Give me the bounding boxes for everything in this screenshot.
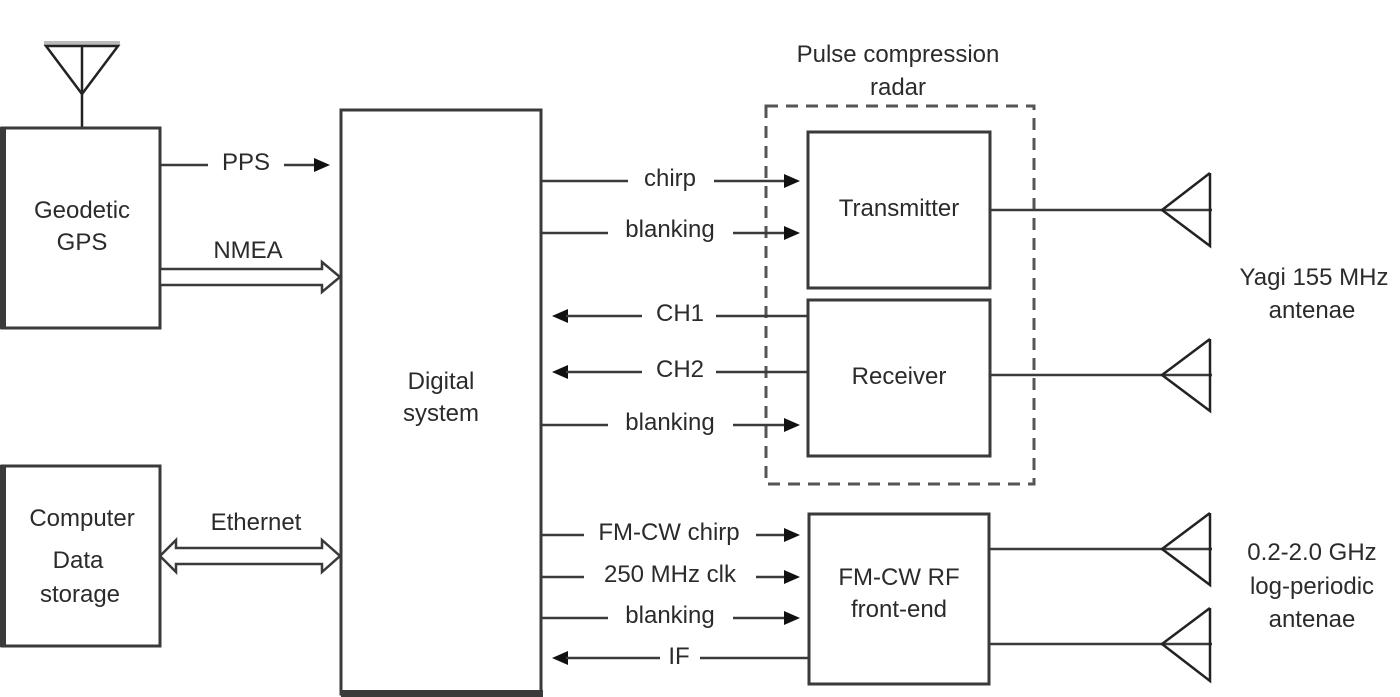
fmcw-chirp-signal: FM-CW chirp [541, 519, 800, 546]
antenna-icon [1159, 338, 1212, 414]
if-label: IF [668, 643, 689, 670]
fmcw-blanking-signal: blanking [541, 602, 800, 629]
radar-group-title-line1: Pulse compression [797, 41, 1000, 68]
yagi-label-line1: Yagi 155 MHz [1240, 264, 1389, 291]
rx-blanking-label: blanking [625, 409, 714, 436]
logperiodic-antenna-2 [989, 607, 1212, 684]
clock-signal: 250 MHz clk [541, 561, 800, 588]
fmcw-label-line1: FM-CW RF [838, 564, 959, 591]
tx-chirp-label: chirp [644, 165, 696, 192]
transmitter-block: Transmitter [806, 130, 992, 290]
ch1-label: CH1 [656, 300, 704, 327]
tx-blanking-label: blanking [625, 216, 714, 243]
pps-label: PPS [222, 149, 270, 176]
arrow-right-icon [784, 611, 800, 625]
logperiodic-label-line2: log-periodic [1250, 573, 1374, 600]
tx-chirp-signal: chirp [541, 165, 800, 192]
computer-data-storage-block: Computer Data storage [0, 464, 162, 648]
arrow-right-icon [784, 570, 800, 584]
arrow-left-icon [552, 309, 568, 323]
fmcw-blanking-label: blanking [625, 602, 714, 629]
hollow-double-arrow-icon [158, 536, 342, 576]
radar-group-boundary [764, 104, 1036, 486]
arrow-right-icon [314, 158, 330, 172]
computer-label-line3: storage [40, 581, 120, 608]
computer-label-line1: Computer [29, 505, 134, 532]
arrow-left-icon [552, 651, 568, 665]
tx-blanking-signal: blanking [541, 216, 800, 243]
fmcw-chirp-label: FM-CW chirp [598, 519, 739, 546]
nmea-label: NMEA [213, 237, 282, 264]
ethernet-label: Ethernet [211, 509, 302, 536]
gps-antenna-icon [43, 41, 121, 128]
antenna-icon [1159, 512, 1212, 588]
pps-signal: PPS [160, 149, 330, 176]
ch1-signal: CH1 [552, 300, 808, 327]
if-signal: IF [552, 643, 809, 670]
logperiodic-label-line3: antenae [1269, 606, 1356, 633]
yagi-label-line2: antenae [1269, 297, 1356, 324]
hollow-arrow-right-icon [158, 259, 342, 295]
arrow-left-icon [552, 365, 568, 379]
logperiodic-label-line1: 0.2-2.0 GHz [1247, 539, 1376, 566]
logperiodic-antenna-1 [989, 512, 1212, 588]
digital-label-line2: system [403, 400, 479, 427]
arrow-right-icon [784, 174, 800, 188]
receiver-label: Receiver [852, 363, 947, 390]
rx-blanking-signal: blanking [541, 409, 800, 436]
gps-label-line1: Geodetic [34, 197, 130, 224]
clock-label: 250 MHz clk [604, 561, 737, 588]
arrow-right-icon [784, 226, 800, 240]
ch2-signal: CH2 [552, 356, 808, 383]
fmcw-label-line2: front-end [851, 596, 947, 623]
yagi-antenna-tx [990, 172, 1212, 249]
radar-group-title-line2: radar [870, 74, 926, 101]
ethernet-bus: Ethernet [158, 509, 342, 576]
digital-label-line1: Digital [408, 368, 475, 395]
computer-label-line2: Data [53, 547, 104, 574]
antenna-icon [1159, 607, 1212, 684]
transmitter-label: Transmitter [839, 195, 959, 222]
fmcw-front-end-block: FM-CW RF front-end [807, 512, 991, 686]
gps-label-line2: GPS [57, 229, 108, 256]
digital-system-block: Digital system [339, 108, 543, 697]
nmea-bus: NMEA [158, 237, 342, 295]
ch2-label: CH2 [656, 356, 704, 383]
yagi-antenna-rx [990, 338, 1212, 414]
geodetic-gps-block: Geodetic GPS [0, 126, 162, 330]
arrow-right-icon [784, 528, 800, 542]
receiver-block: Receiver [806, 298, 992, 458]
arrow-right-icon [784, 418, 800, 432]
antenna-icon [1159, 172, 1212, 249]
